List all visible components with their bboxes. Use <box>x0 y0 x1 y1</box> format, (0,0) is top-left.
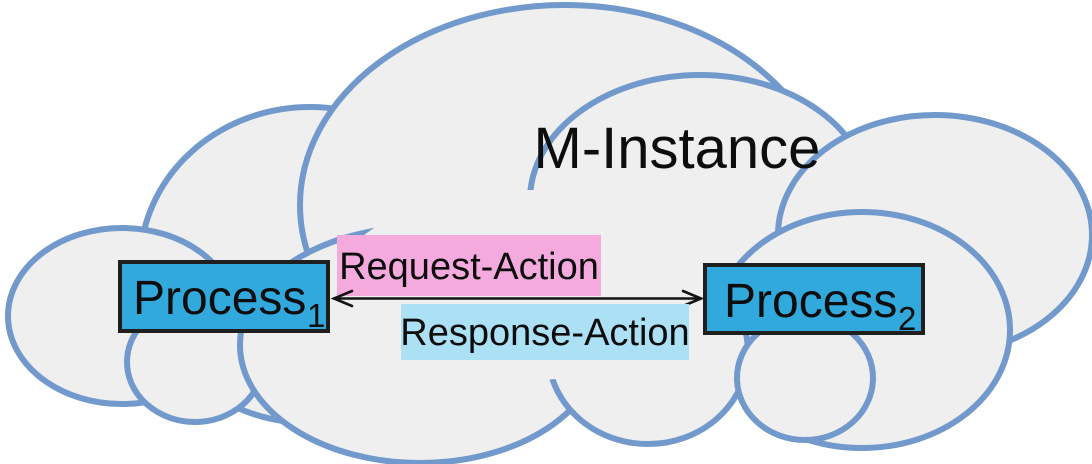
process2-box <box>703 263 925 335</box>
process1-subscript: 1 <box>307 297 325 334</box>
request-response-arrow <box>330 289 705 308</box>
process2-label: Process <box>724 275 897 328</box>
request-action-text: Request-Action <box>339 246 599 288</box>
request-action-label: Request-Action <box>337 235 601 296</box>
arrowhead-right <box>681 289 705 308</box>
response-action-text: Response-Action <box>400 312 689 354</box>
process1-label: Process <box>133 272 306 325</box>
corner-rectangle <box>0 0 69 54</box>
request-action-background <box>337 235 601 296</box>
response-action-background <box>401 304 689 360</box>
process1-box <box>118 260 330 333</box>
response-action-label: Response-Action <box>400 304 690 360</box>
cloud-shape <box>5 2 1092 464</box>
process1-node: Process 1 <box>118 260 330 334</box>
process2-node: Process 2 <box>703 263 925 337</box>
process2-subscript: 2 <box>898 300 916 337</box>
diagram-title: M-Instance <box>534 116 821 181</box>
arrowhead-left <box>330 289 354 308</box>
